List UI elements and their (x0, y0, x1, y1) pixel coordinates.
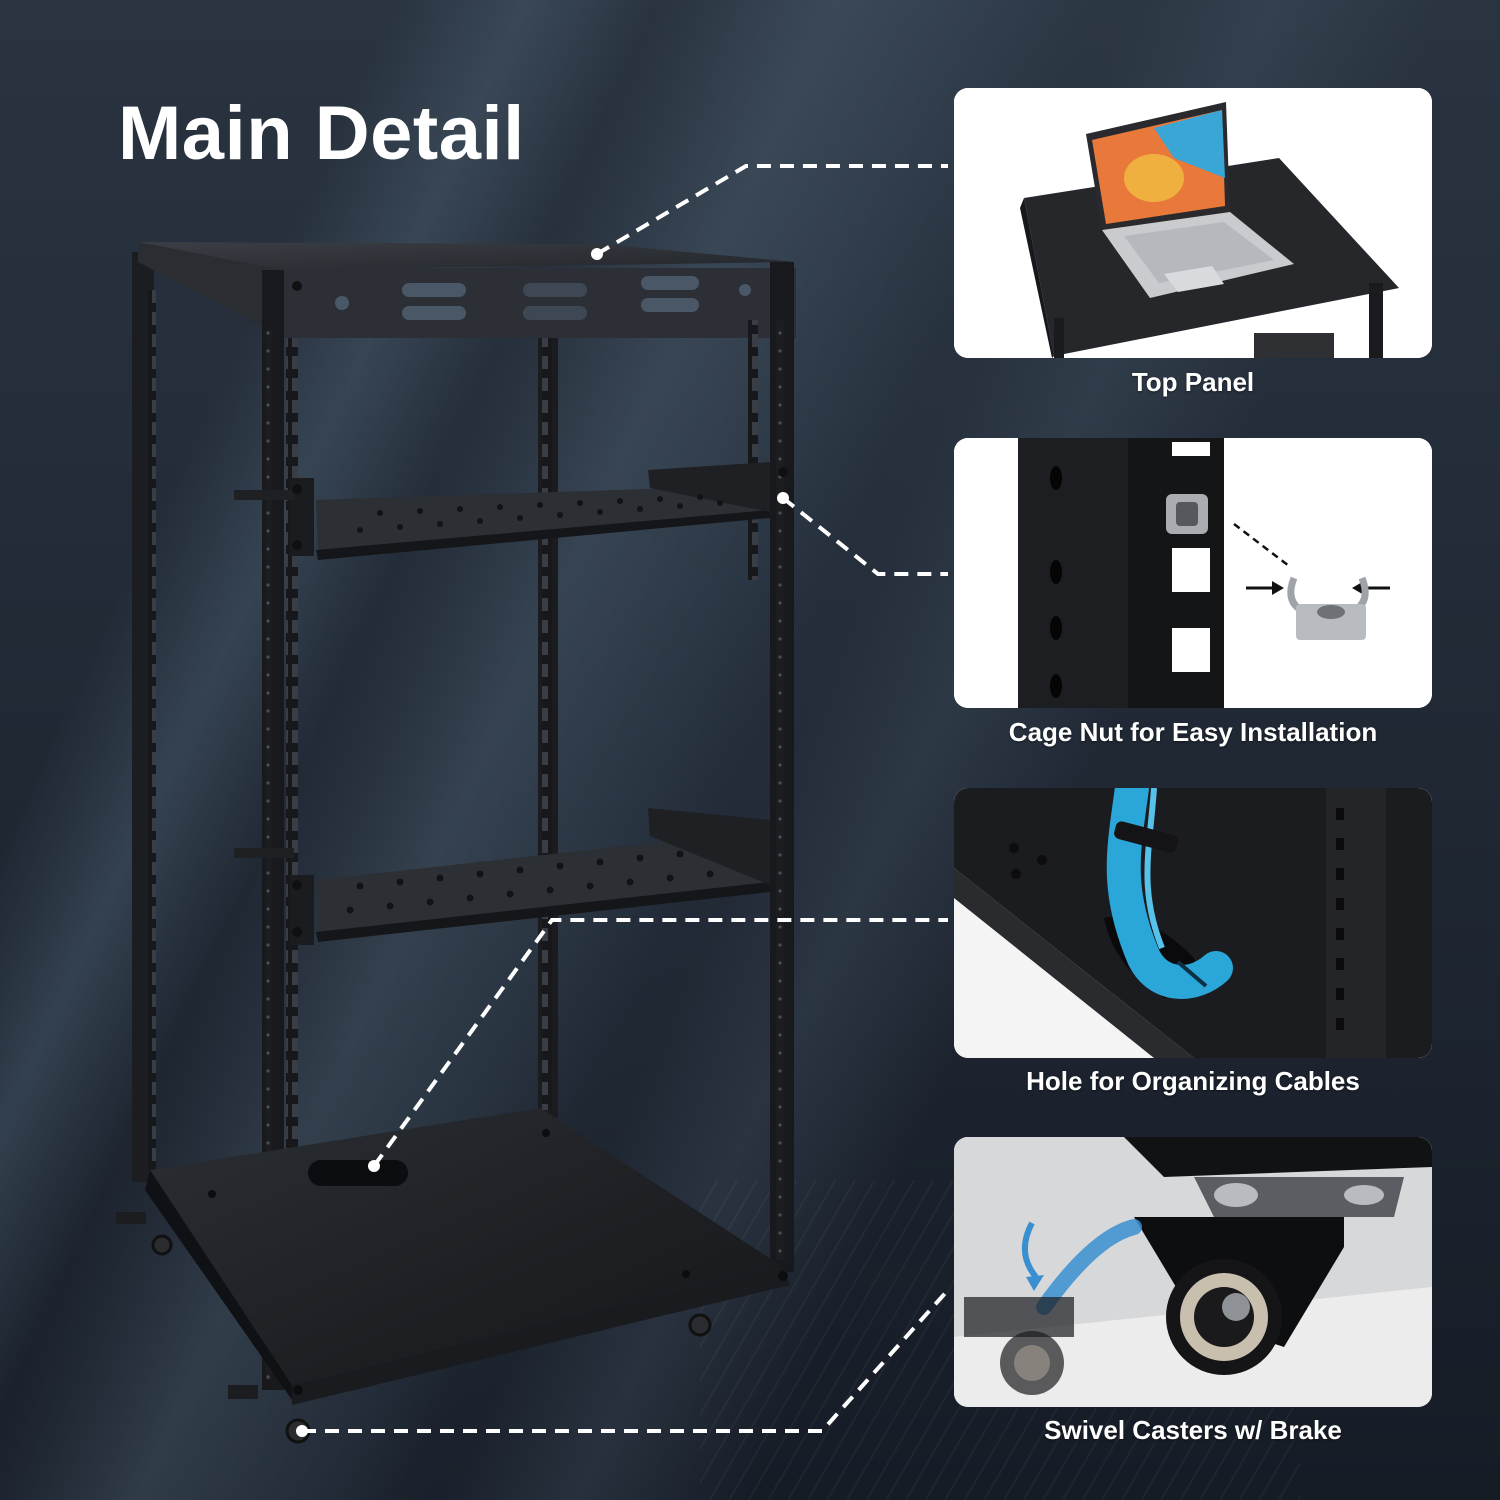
rack-shelf-upper (234, 462, 788, 560)
callout-cage-nut (781, 496, 948, 576)
callout-top-panel (595, 164, 948, 256)
caption-top-panel: Top Panel (1131, 367, 1255, 397)
detail-panel-cage-nut (954, 438, 1432, 708)
detail-panel-cable-hole (954, 788, 1432, 1058)
callout-cable-hole (372, 918, 948, 1168)
callout-dots (296, 248, 789, 1437)
laptop-on-top-panel-illustration (954, 88, 1432, 358)
rack-top-panel (138, 242, 796, 338)
detail-panel-casters (954, 1137, 1432, 1407)
caption-cable-hole: Hole for Organizing Cables (1026, 1066, 1360, 1096)
rack-post-front-right (748, 262, 794, 1272)
caption-cage-nut: Cage Nut for Easy Installation (1008, 717, 1378, 747)
callout-casters (302, 1288, 950, 1433)
cage-nut-illustration (954, 438, 1432, 708)
caption-casters: Swivel Casters w/ Brake (1044, 1415, 1342, 1445)
rack-shelf-lower (234, 808, 770, 945)
detail-panel-top-panel (954, 88, 1432, 358)
callout-lines (302, 164, 950, 1433)
caster-illustration (954, 1137, 1432, 1407)
rack-post-back-left (132, 252, 156, 1182)
page-title: Main Detail (118, 91, 525, 176)
rack-post-back-right (538, 318, 558, 1118)
rack-bottom-panel (145, 1108, 790, 1405)
cable-hole (308, 1160, 408, 1186)
cable-hole-illustration (954, 788, 1432, 1058)
